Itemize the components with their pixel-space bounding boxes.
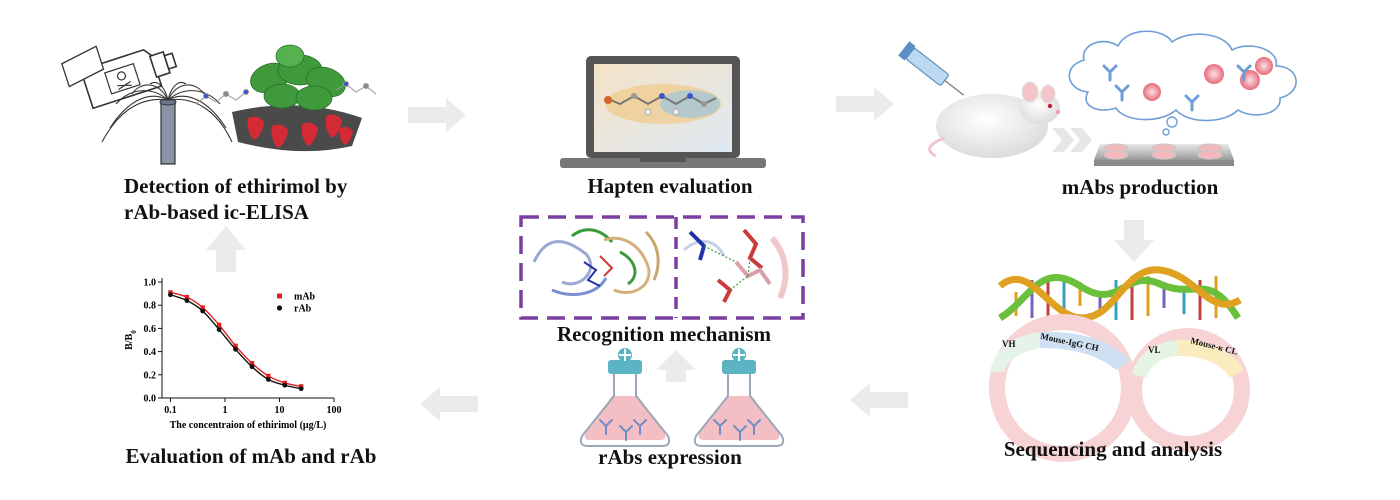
arrow-down-right xyxy=(1114,220,1154,262)
cell-plate-icon xyxy=(1094,143,1234,166)
molecule-right xyxy=(335,81,377,95)
label-rabs-expression: rAbs expression xyxy=(598,445,742,469)
y-tick-label: 0.6 xyxy=(144,324,157,335)
y-tick-label: 0.8 xyxy=(144,301,157,312)
arrow-left-1 xyxy=(850,383,908,417)
data-point-mAb xyxy=(184,294,190,300)
data-point-rAb xyxy=(282,382,288,388)
x-tick-label: 1 xyxy=(222,405,227,416)
data-point-mAb xyxy=(216,322,222,328)
label-recognition-mechanism: Recognition mechanism xyxy=(556,322,772,346)
molecule-left xyxy=(195,89,249,105)
data-point-rAb xyxy=(168,292,173,298)
y-tick-label: 1.0 xyxy=(144,278,157,289)
data-point-rAb xyxy=(298,386,304,392)
label-evaluation: Evaluation of mAb and rAb xyxy=(125,444,377,468)
label-sequencing: Sequencing and analysis xyxy=(1003,437,1223,461)
arrow-left-2 xyxy=(420,387,478,421)
data-point-mAb xyxy=(233,343,238,348)
recognition-frame xyxy=(519,215,805,320)
label-detection-line1: Detection of ethirimol by xyxy=(124,174,348,198)
dna-helix-icon xyxy=(997,266,1242,322)
laptop-icon xyxy=(560,56,766,168)
mouse-icon xyxy=(928,81,1060,158)
protein-structure-right xyxy=(683,228,789,303)
protein-structure-left xyxy=(532,228,660,296)
label-mabs-production: mAbs production xyxy=(1061,175,1219,199)
y-tick-label: 0.0 xyxy=(144,394,157,405)
y-axis-label-subscript: 0 xyxy=(130,330,138,334)
arrow-right-2 xyxy=(836,87,894,121)
flask-left-icon xyxy=(579,348,671,447)
data-point-mAb xyxy=(200,305,205,310)
x-tick-label: 0.1 xyxy=(164,405,177,416)
sprayer-icon xyxy=(101,82,233,165)
plasmid-light-icon xyxy=(1126,328,1250,452)
arrow-up-center xyxy=(656,350,696,382)
label-hapten-evaluation: Hapten evaluation xyxy=(587,174,753,198)
x-axis-label: The concentraion of ethirimol (μg/L) xyxy=(170,420,327,431)
y-axis-label: B/B0 xyxy=(124,330,138,350)
y-tick-label: 0.4 xyxy=(144,347,157,358)
x-tick-label: 100 xyxy=(327,405,342,416)
data-point-rAb xyxy=(249,364,255,370)
poison-bottle-icon xyxy=(61,45,178,110)
x-tick-label: 10 xyxy=(274,405,284,416)
data-point-rAb xyxy=(233,346,238,352)
legend-marker-rAb xyxy=(276,305,283,311)
strawberry-plant-icon xyxy=(195,44,377,152)
data-point-mAb xyxy=(266,373,271,379)
cloud-icon xyxy=(1068,30,1297,136)
syringe-icon xyxy=(898,41,965,96)
hapten-molecule-icon xyxy=(604,84,721,124)
data-point-rAb xyxy=(184,298,190,303)
arrow-up-left xyxy=(206,226,246,272)
legend-label-mAb: mAb xyxy=(294,292,316,303)
data-point-rAb xyxy=(265,377,271,382)
plasmid-light-v-label: VL xyxy=(1148,345,1161,355)
y-tick-label: 0.2 xyxy=(144,370,157,381)
plasmid-heavy-v-label: VH xyxy=(1002,339,1016,349)
chevrons-icon xyxy=(1052,128,1092,152)
data-point-mAb xyxy=(249,361,255,366)
data-point-rAb xyxy=(200,308,206,314)
legend-marker-mAb xyxy=(277,293,282,299)
data-point-rAb xyxy=(216,327,222,332)
legend-label-rAb: rAb xyxy=(294,304,312,315)
flask-right-icon xyxy=(693,348,785,447)
label-detection-line2: rAb-based ic-ELISA xyxy=(124,200,309,224)
flow-arrows xyxy=(206,87,1154,421)
arrow-right-1 xyxy=(408,98,466,132)
